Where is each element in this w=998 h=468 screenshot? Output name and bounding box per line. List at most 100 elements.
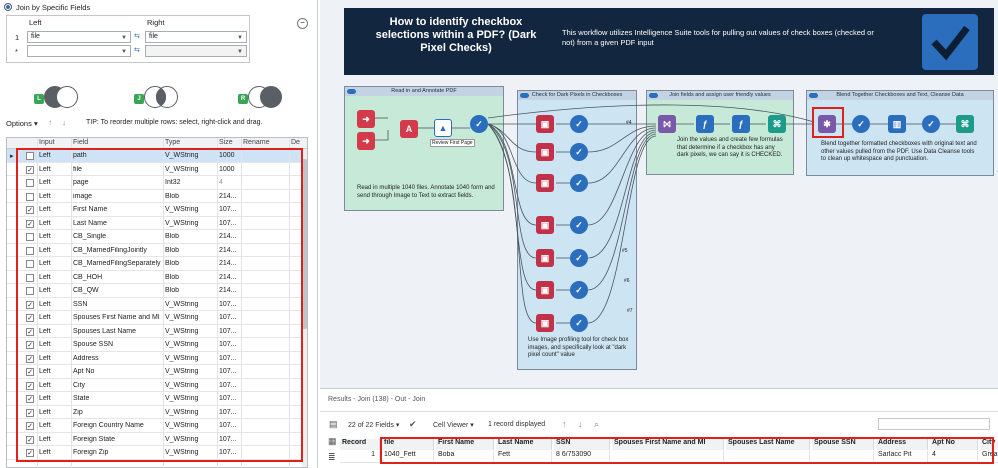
- field-checkbox[interactable]: [26, 246, 34, 255]
- grid-scrollbar[interactable]: [302, 149, 307, 467]
- select-tool-icon[interactable]: ✓: [570, 115, 588, 133]
- container-toggle-icon[interactable]: [649, 93, 658, 98]
- container-toggle-icon[interactable]: [520, 93, 529, 98]
- image-profile-tool-icon[interactable]: ▣: [536, 115, 554, 133]
- cell-viewer-selector[interactable]: Cell Viewer ▾: [433, 422, 474, 429]
- results-column-header[interactable]: First Name: [436, 439, 494, 450]
- field-checkbox[interactable]: ✓: [26, 354, 34, 363]
- field-checkbox[interactable]: [26, 152, 34, 160]
- left-field-select-new[interactable]: ▼: [27, 45, 131, 57]
- field-checkbox[interactable]: [26, 260, 34, 268]
- checkmark-icon[interactable]: ✔: [409, 419, 417, 429]
- field-checkbox[interactable]: ✓: [26, 408, 34, 417]
- field-checkbox[interactable]: [26, 273, 34, 282]
- workflow-canvas[interactable]: How to identify checkbox selections with…: [320, 0, 998, 388]
- input-tool-icon[interactable]: ➜: [357, 110, 375, 128]
- move-down-icon[interactable]: ↓: [62, 118, 66, 127]
- select-tool-icon[interactable]: ✓: [922, 115, 940, 133]
- select-tool-icon[interactable]: ✓: [470, 115, 488, 133]
- results-grid-icon[interactable]: ▦: [328, 436, 337, 446]
- left-join-venn-icon[interactable]: [44, 86, 78, 108]
- image-profile-tool-icon[interactable]: ▣: [536, 314, 554, 332]
- results-column-header[interactable]: Record: [340, 439, 380, 450]
- field-checkbox[interactable]: ✓: [26, 300, 34, 309]
- image-profile-tool-icon[interactable]: ▣: [536, 281, 554, 299]
- field-checkbox[interactable]: ✓: [26, 368, 34, 376]
- container-blend-cleanse[interactable]: Blend Together Checkboxes and Text, Clea…: [806, 90, 994, 176]
- field-checkbox[interactable]: [26, 179, 34, 187]
- image-profile-tool-icon[interactable]: ▣: [536, 174, 554, 192]
- right-field-select-new[interactable]: ▼: [145, 45, 247, 57]
- remove-row-button[interactable]: −: [297, 18, 308, 29]
- table-icon[interactable]: ▤: [329, 419, 338, 429]
- field-checkbox[interactable]: ✓: [26, 449, 34, 457]
- field-checkbox[interactable]: [26, 233, 34, 241]
- arrow-down-icon[interactable]: ↓: [578, 419, 583, 429]
- field-checkbox[interactable]: ✓: [26, 165, 34, 174]
- field-checkbox[interactable]: ✓: [26, 395, 34, 403]
- data-cleanse-tool-icon[interactable]: ▥: [888, 115, 906, 133]
- results-column-header[interactable]: Spouses First Name and MI: [612, 439, 724, 450]
- select-tool-icon[interactable]: ✓: [570, 314, 588, 332]
- field-checkbox[interactable]: [26, 192, 34, 201]
- search-icon[interactable]: ⌕: [594, 419, 600, 429]
- input-tool-icon[interactable]: ➜: [357, 132, 375, 150]
- results-column-header[interactable]: Apt No: [930, 439, 978, 450]
- image-profile-tool-icon[interactable]: ▣: [536, 143, 554, 161]
- select-tool-icon[interactable]: ✓: [852, 115, 870, 133]
- field-checkbox[interactable]: ✓: [26, 314, 34, 322]
- join-tool-icon[interactable]: ⨝: [658, 115, 676, 133]
- results-list-icon[interactable]: ≣: [328, 452, 336, 462]
- container-toggle-icon[interactable]: [809, 93, 818, 98]
- results-column-header[interactable]: SSN: [554, 439, 610, 450]
- left-field-select[interactable]: file▼: [27, 31, 131, 43]
- formula-tool-icon[interactable]: ƒ: [732, 115, 750, 133]
- field-checkbox[interactable]: ✓: [26, 327, 34, 336]
- field-checkbox[interactable]: ✓: [26, 422, 34, 430]
- results-search-input[interactable]: [878, 418, 990, 430]
- results-column-header[interactable]: Spouses Last Name: [726, 439, 810, 450]
- results-column-header[interactable]: Last Name: [496, 439, 552, 450]
- field-checkbox[interactable]: ✓: [26, 435, 34, 444]
- join-multiple-tool-icon[interactable]: ✱: [818, 115, 836, 133]
- results-column-header[interactable]: Address: [876, 439, 928, 450]
- browse-tool-icon[interactable]: ⌘: [768, 115, 786, 133]
- join-by-fields-radio[interactable]: [4, 3, 12, 11]
- image-profile-tool-icon[interactable]: ▣: [536, 249, 554, 267]
- select-tool-icon[interactable]: ✓: [570, 281, 588, 299]
- right-join-venn-icon[interactable]: [248, 86, 282, 108]
- select-tool-icon[interactable]: ✓: [570, 143, 588, 161]
- browse-tool-icon[interactable]: ⌘: [956, 115, 974, 133]
- select-tool-icon[interactable]: ✓: [570, 249, 588, 267]
- field-checkbox[interactable]: ✓: [26, 219, 34, 228]
- image-profile-tool-icon[interactable]: ▣: [536, 216, 554, 234]
- container-toggle-icon[interactable]: [347, 89, 356, 94]
- field-checkbox[interactable]: [26, 287, 34, 295]
- move-up-icon[interactable]: ↑: [48, 118, 52, 127]
- results-cell[interactable]: 1: [340, 451, 380, 463]
- image-to-text-tool-icon[interactable]: ▲: [434, 119, 452, 137]
- inner-join-venn-icon[interactable]: [144, 86, 178, 108]
- field-checkbox[interactable]: ✓: [26, 341, 34, 349]
